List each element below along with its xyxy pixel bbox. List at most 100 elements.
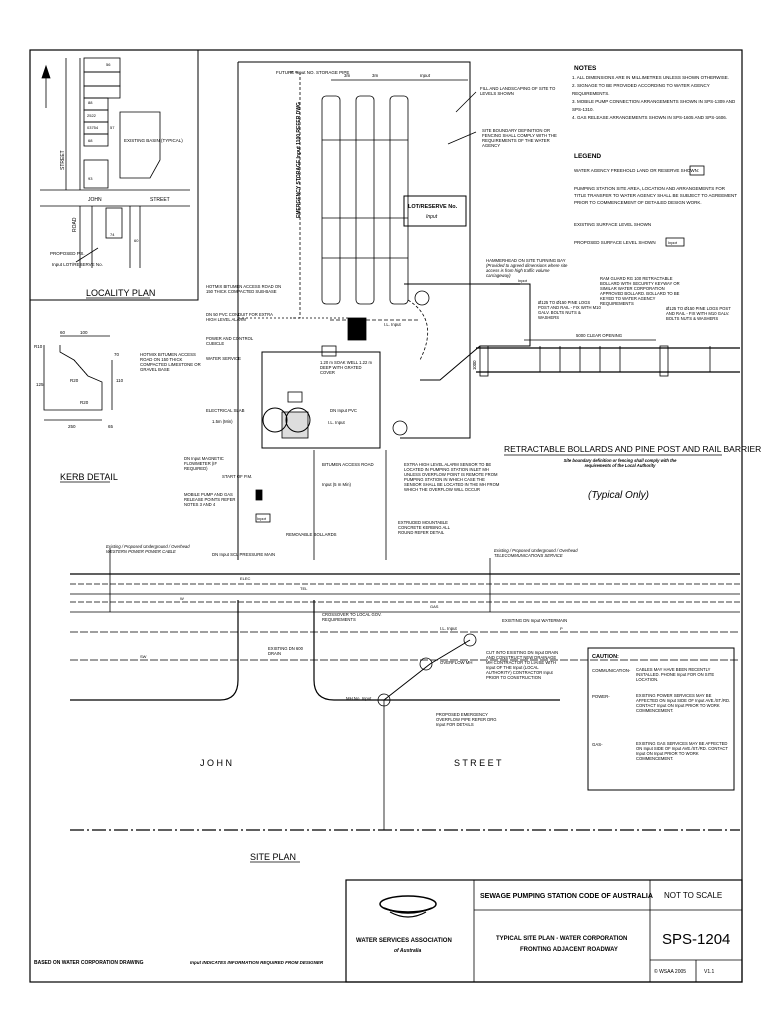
manhole-circle [414,290,430,306]
proposed-ps-label: PROPOSED P.S. [50,251,85,256]
access-road-note: HOTMIX BITUMEN ACCESS ROAD ON 150 THICK … [206,284,281,294]
ram-guard-note: RAM GUARD RG 100 RETRACTABLE BOLLARD WIT… [600,276,680,306]
street-label: S T R E E T [454,758,502,768]
legend-proposed-level: PROPOSED SURFACE LEVEL SHOWN [574,240,656,245]
kerb-detail-title: KERB DETAIL [60,472,118,482]
kerb-note: HOTMIX BITUMEN ACCESS ROAD ON 150 THICK … [140,352,201,372]
locality-plan: STREET ROAD JOHN STREET EXISTING BASIN (… [29,49,199,301]
invert-level-label: I.L. Input [440,626,458,631]
extruded-kerb-note: EXTRUDED MOUNTABLE CONCRETE KERBING ALL … [398,520,450,535]
clear-opening-label: 5000 CLEAR OPENING [576,333,623,338]
caution-box: CAUTION: COMMUNICATION- CABLES MAY HAVE … [587,647,735,791]
lot-number: 68 [88,138,93,143]
start-pm-label: START OF P.M. [222,474,252,479]
caution-key: GAS- [592,742,603,747]
kerb-dim: 100 [80,330,88,335]
lot-reserve-input: Input [426,214,438,220]
org-sub: of Australia [394,948,422,954]
note-item: 1. ALL DIMENSIONS ARE IN MILLIMETRES UNL… [572,75,730,80]
legend-heading: LEGEND [574,153,601,160]
bitumen-label: BITUMEN ACCESS ROAD [322,462,374,467]
telecom-note: Existing / Proposed Underground / Overhe… [494,548,578,558]
service-label: GAS [430,604,439,609]
lot-number: 93 [88,176,93,181]
kerb-dim: 60 [60,330,66,335]
caution-value: EXISTING POWER SERVICES MAY BE AFFECTED … [636,693,730,713]
future-pipe-label: FUTURE Input NO. STORAGE PIPE [276,70,349,75]
kerb-dim: 125 [36,382,44,387]
note-item: 2. SIGNAGE TO BE PROVIDED ACCORDING TO W… [572,83,710,96]
notes-block: NOTES 1. ALL DIMENSIONS ARE IN MILLIMETR… [572,65,737,247]
legend-site-area: PUMPING STATION SITE AREA, LOCATION AND … [574,186,726,191]
legend-site-area: PRIOR TO COMMENCEMENT OF DETAILED DESIGN… [574,200,702,205]
emergency-overflow-note: PROPOSED EMERGENCY OVERFLOW PIPE REFER D… [436,712,497,727]
soak-well-note: 1.20 m SOAK WELL 1.22 m DEEP WITH GRATED… [320,360,372,375]
boundary-note: SITE BOUNDARY DEFINITION OR FENCING SHAL… [482,128,557,148]
svg-text:Input: Input [257,516,267,521]
org-name: WATER SERVICES ASSOCIATION [356,938,452,944]
lot-number: 03754 [87,125,99,130]
pine-left-note: Ø125 TO Ø150 PINE LOGS POST AND RAIL - F… [538,300,601,320]
storage-label: EMERGENCY STORAGE Input 1100 REFER DWG [296,102,302,218]
slab-label: ELECTRICAL SLAB [206,408,245,413]
based-on-label: BASED ON WATER CORPORATION DRAWING [34,960,144,966]
lot-number: 56 [106,62,111,67]
removable-bollards-label: REMOVABLE BOLLARDS [286,532,337,537]
site-plan-title: SITE PLAN [250,852,296,862]
pressure-main-label: DN Input SCL PRESSURE MAIN [212,552,275,557]
kerb-detail: 60 100 R10 70 R20 125 110 R20 250 65 HOT… [34,330,201,483]
crossover-note: CROSSOVER TO LOCAL GOV. REQUIREMENTS [322,612,382,622]
note-item: 4. GAS RELEASE ARRANGEMENTS SHOWN IN SPS… [572,115,728,120]
lot-number: 57 [110,125,115,130]
lot-reserve-title: LOT/RESERVE No. [408,204,458,210]
hammerhead-note: HAMMERHEAD ON SITE TURNING BAY (Provided… [486,258,567,278]
kerb-dim: 250 [68,424,76,429]
mh-label: MH No. Input [346,696,372,701]
legend-site-area: TITLE TRANSFER TO WATER AGENCY SHALL BE … [574,193,737,198]
mobile-pump-note: MOBILE PUMP AND GAS RELEASE POINTS REFER… [184,492,235,507]
dim-label: 3m [344,73,351,78]
watermain-label: EXISTING DN Input WATERMAIN [502,618,567,623]
locality-john-label: JOHN [88,197,102,203]
kerb-dim: R20 [70,378,79,383]
flowmeter-note: DN Input MAGNETIC FLOWMETER (IF REQUIRED… [184,456,224,471]
cut-into-drain-note: CUT INTO EXISTING DN Input DRAIN AND CON… [486,650,558,680]
version-label: V1.1 [704,969,715,975]
fill-note: FILL AND LANDSCAPING OF SITE TO LEVELS S… [480,86,555,96]
note-item: 3. MOBILE PUMP CONNECTION ARRANGEMENTS S… [572,99,736,112]
code-title: SEWAGE PUMPING STATION CODE OF AUSTRALIA [480,893,653,900]
locality-street-h-label: STREET [150,197,170,203]
existing-drain-note: EXISTING DN 600 DRAIN [268,646,303,656]
alarm-note: EXTRA HIGH LEVEL ALARM SENSOR TO BE LOCA… [404,462,499,492]
drawing-title: TYPICAL SITE PLAN - WATER CORPORATION [496,936,627,942]
service-label: SW [140,654,147,659]
typical-only-label: (Typical Only) [588,490,649,501]
john-street-label: J O H N [200,758,232,768]
drawing-title: FRONTING ADJACENT ROADWAY [520,947,618,953]
svg-text:Input: Input [518,278,528,283]
drawing-number: SPS-1204 [662,931,730,948]
lot-number: 74 [110,232,115,237]
caution-value: EXISTING GAS SERVICES MAY BE AFFECTED ON… [636,741,728,761]
bollard-detail: 5000 CLEAR OPENING 1000 RAM GUARD RG 100… [472,276,761,501]
caution-key: POWER- [592,694,610,699]
caution-key: COMMUNICATION- [592,668,631,673]
copyright-label: © WSAA 2005 [654,968,686,975]
min-5m-label: Input (5 m Min) [322,482,351,487]
lot-number: 88 [88,100,93,105]
basin-label: EXISTING BASIN (TYPICAL) [124,138,183,143]
service-label: P [560,626,563,631]
title-block: WATER SERVICES ASSOCIATION of Australia … [345,879,743,983]
kerb-dim: 70 [114,352,120,357]
bollard-height-label: 1000 [472,360,477,370]
legend-existing-level: EXISTING SURFACE LEVEL SHOWN [574,222,651,227]
input-tag: Input [668,240,678,245]
invert-level-label: I.L. Input [328,420,346,425]
lot-reserve-label: Input LOT/RESERVE No. [52,262,103,267]
lot-number: 60 [134,238,139,243]
notes-heading: NOTES [574,65,597,72]
locality-road-label: ROAD [72,217,78,232]
locality-plan-title: LOCALITY PLAN [86,288,155,298]
conduit-note: DN 50 PVC CONDUIT FOR EXTRA HIGH LEVEL A… [206,312,273,322]
